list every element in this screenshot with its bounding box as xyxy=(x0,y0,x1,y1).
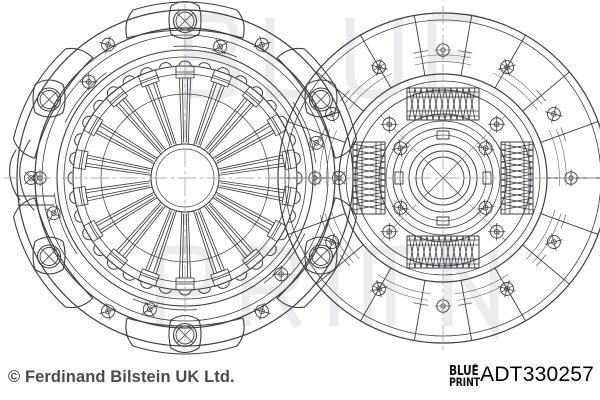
part-number: ADT330257 xyxy=(480,363,594,386)
blueprint-logo-line1: BLUE xyxy=(449,364,479,379)
footer: © Ferdinand Bilstein UK Ltd. BLUE PRINT … xyxy=(0,356,600,400)
registered-mark-icon: ® xyxy=(473,364,478,370)
part-identifier: BLUE PRINT ® ADT330257 xyxy=(449,362,594,391)
damper-rivet-group xyxy=(379,114,507,242)
copyright-text: © Ferdinand Bilstein UK Ltd. xyxy=(8,368,235,386)
pressure-plate-side-lug xyxy=(9,139,55,211)
clutch-disc-assembly xyxy=(267,5,600,351)
blueprint-logo: BLUE PRINT ® xyxy=(449,364,480,391)
blueprint-logo-line2: PRINT xyxy=(449,375,480,389)
